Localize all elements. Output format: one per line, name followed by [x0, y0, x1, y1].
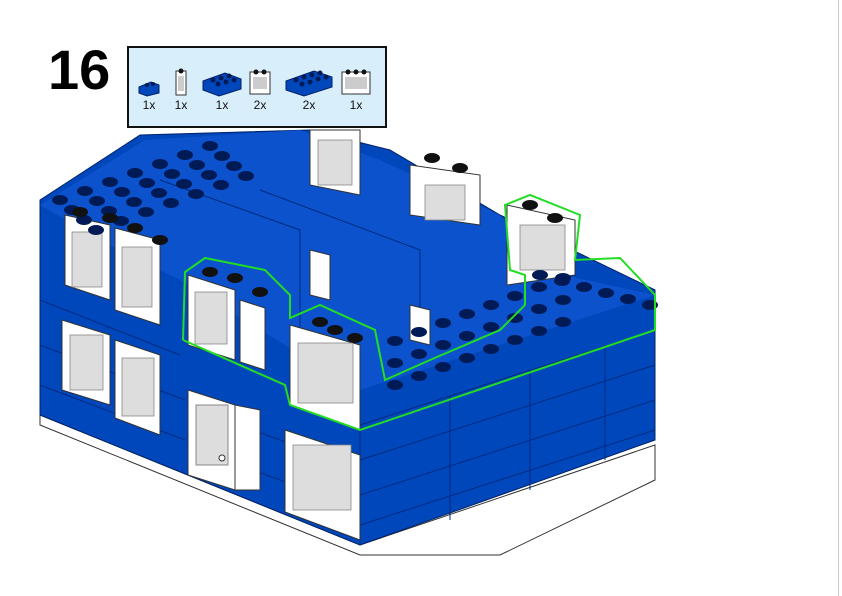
stud: [554, 276, 570, 286]
stud: [152, 235, 168, 245]
white-window-1x3x2-icon: [341, 69, 371, 95]
stud: [522, 200, 538, 210]
stud: [127, 168, 143, 178]
stud: [435, 362, 451, 372]
part-blue-brick-1x2: 1x: [137, 79, 161, 112]
stud: [72, 207, 88, 217]
stud: [77, 186, 93, 196]
stud: [547, 213, 563, 223]
part-blue-brick-2x4: 2x: [284, 69, 334, 112]
stud: [76, 215, 92, 225]
stud: [202, 267, 218, 277]
stud: [555, 317, 571, 327]
stud: [88, 225, 104, 235]
stud: [327, 325, 343, 335]
stud: [177, 150, 193, 160]
stud: [459, 353, 475, 363]
stud: [435, 340, 451, 350]
stud: [387, 358, 403, 368]
stud: [555, 295, 571, 305]
stud: [201, 170, 217, 180]
white-window-1x2x2-icon: [249, 69, 271, 95]
stud: [238, 171, 254, 181]
white-window-1x1x2-icon: [175, 68, 187, 96]
part-white-window-small: 1x: [173, 67, 189, 112]
stud: [483, 300, 499, 310]
stud: [252, 287, 268, 297]
stud: [164, 169, 180, 179]
stud: [411, 349, 427, 359]
stud: [483, 322, 499, 332]
stud: [507, 335, 523, 345]
stud: [226, 161, 242, 171]
blue-brick-1x2-icon: [138, 81, 160, 97]
stud: [424, 153, 440, 163]
stud: [213, 180, 229, 190]
stud: [126, 197, 142, 207]
stud: [483, 344, 499, 354]
door: [187, 389, 261, 491]
stud: [52, 195, 68, 205]
part-blue-brick-2x3: 1x: [201, 71, 243, 112]
stud: [531, 282, 547, 292]
stud: [531, 326, 547, 336]
stud: [387, 380, 403, 390]
stud: [227, 273, 243, 283]
stud: [163, 198, 179, 208]
stud: [411, 327, 427, 337]
stud: [151, 188, 167, 198]
stud: [189, 160, 205, 170]
stud: [202, 141, 218, 151]
stud: [188, 189, 204, 199]
stud: [127, 223, 143, 233]
stud: [459, 309, 475, 319]
stud: [435, 318, 451, 328]
stud: [507, 291, 523, 301]
stud: [214, 151, 230, 161]
page-edge: [838, 0, 839, 596]
stud: [507, 313, 523, 323]
stud: [347, 333, 363, 343]
stud: [620, 294, 636, 304]
stud: [452, 163, 468, 173]
blue-brick-2x4-icon: [285, 70, 333, 97]
stud: [411, 371, 427, 381]
blue-brick-2x3-icon: [202, 72, 242, 97]
stud: [102, 213, 118, 223]
stud: [387, 336, 403, 346]
studs: [52, 141, 658, 390]
stud: [102, 177, 118, 187]
stud: [139, 178, 155, 188]
stud: [138, 207, 154, 217]
stud: [89, 196, 105, 206]
stud: [598, 288, 614, 298]
part-white-window-1x2: 2x: [247, 67, 273, 112]
stud: [532, 270, 548, 280]
window-glass: [69, 139, 566, 511]
stud: [576, 282, 592, 292]
part-white-window-1x3: 1x: [339, 67, 373, 112]
stud: [176, 179, 192, 189]
stud: [152, 159, 168, 169]
stud: [312, 317, 328, 327]
stud: [531, 304, 547, 314]
parts-callout: 1x 1x 1x 2x 2x 1x: [127, 46, 387, 128]
stud: [114, 187, 130, 197]
stud: [459, 331, 475, 341]
new-parts-highlight: [182, 193, 656, 432]
step-number: 16: [48, 38, 111, 101]
